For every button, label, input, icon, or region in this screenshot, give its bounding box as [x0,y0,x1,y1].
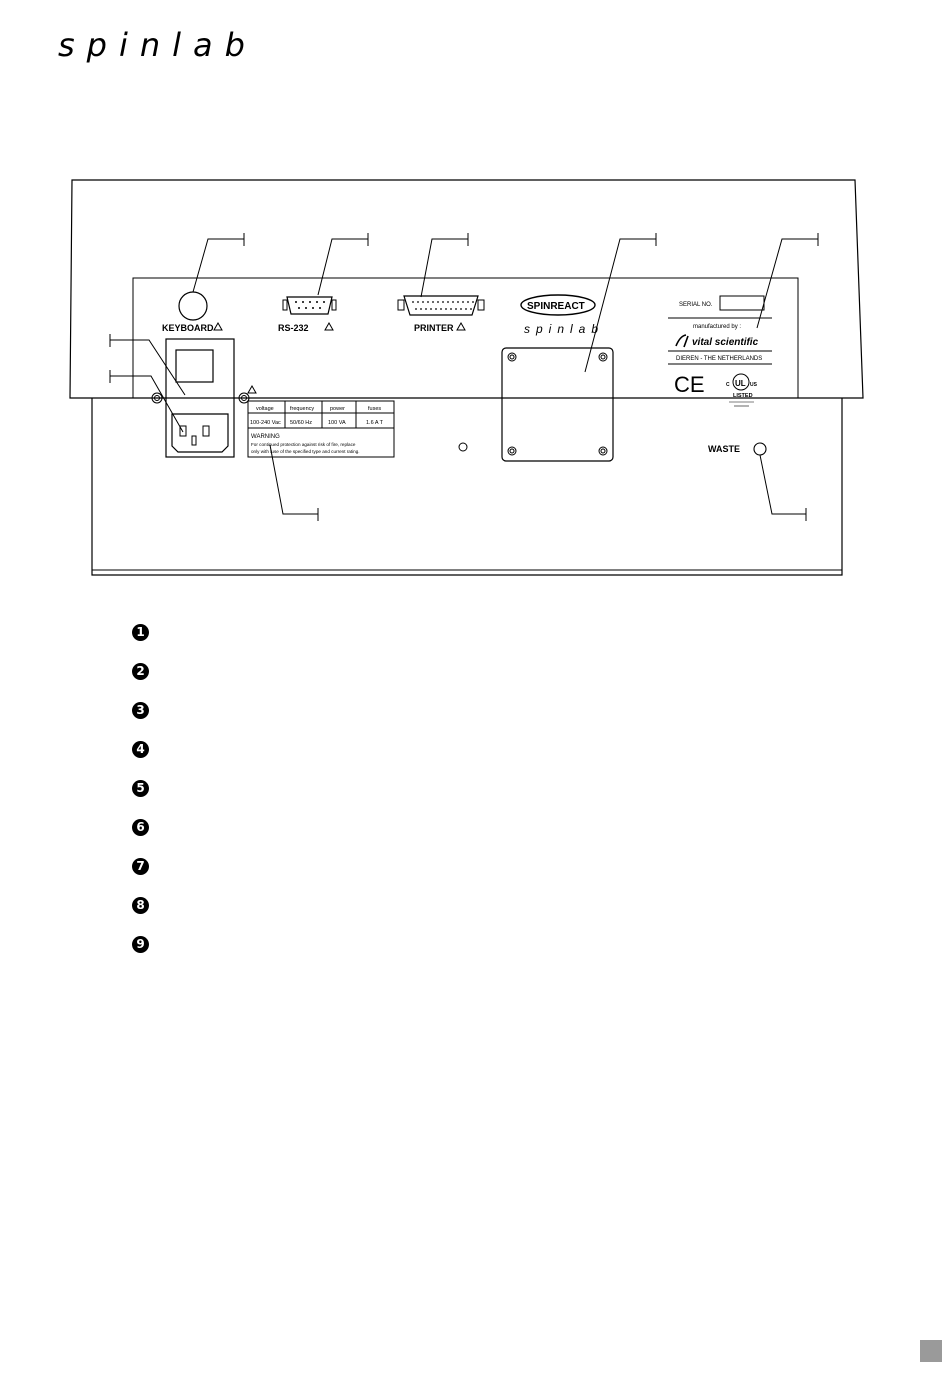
legend-number: 9 [132,936,149,953]
back-panel [132,277,799,399]
vital-scientific-logo-icon [675,334,689,348]
rating-header: power [330,406,345,412]
serial-label: SERIAL NO. [679,302,713,308]
waste-port [753,442,767,456]
svg-text:C: C [726,382,730,388]
rating-warning-text: only with fuse of the specified type and… [251,449,360,454]
svg-text:US: US [750,382,758,388]
power-inlet [171,413,229,453]
warning-icon [324,321,334,331]
legend-item: 2 [132,663,149,702]
legend-number: 4 [132,741,149,758]
rs232-label: RS-232 [278,323,309,333]
svg-text:UL: UL [735,379,746,388]
dieren-label: DIEREN - THE NETHERLANDS [676,356,762,362]
rating-table [247,400,395,458]
screw-icon [507,352,608,456]
legend-item: 6 [132,819,149,858]
ce-mark: CE [674,372,705,397]
power-module [165,338,235,458]
page-corner-marker [920,1340,942,1362]
legend-number: 5 [132,780,149,797]
keyboard-label: KEYBOARD [162,323,214,333]
waste-label: WASTE [708,444,740,454]
vital-scientific: vital scientific [692,337,759,348]
power-switch [175,349,214,383]
warning-icon [213,321,223,331]
legend-number: 2 [132,663,149,680]
rating-value: 1.6 A T [366,420,384,426]
legend-item: 1 [132,624,149,663]
screw-icon [238,392,250,404]
legend-list: 1 2 3 4 5 6 7 8 9 [132,624,149,975]
rating-header: fuses [368,406,381,412]
legend-number: 1 [132,624,149,641]
printer-port [403,295,479,316]
legend-item: 3 [132,702,149,741]
housing-base [91,398,843,576]
rs232-port [286,296,333,315]
screw-icon [151,392,163,404]
legend-number: 8 [132,897,149,914]
brand-logo: spinlab [58,26,257,64]
legend-item: 5 [132,780,149,819]
ul-listed: LISTED [733,393,753,399]
legend-item: 4 [132,741,149,780]
rating-warning-text: For continued protection against risk of… [251,442,356,447]
rating-value: 100 VA [328,420,346,426]
spinlab-logo: spinlab [524,322,604,336]
ul-mark [732,373,750,391]
warning-icon [456,321,466,331]
serial-box [719,295,765,311]
rating-value: 50/60 Hz [290,420,312,426]
spinreact-logo [520,294,596,316]
rating-value: 100-240 Vac [250,420,281,426]
rating-header: frequency [290,406,314,412]
legend-item: 7 [132,858,149,897]
legend-number: 3 [132,702,149,719]
legend-item: 9 [132,936,149,975]
legend-number: 7 [132,858,149,875]
rating-warning-title: WARNING [251,434,280,440]
printer-label: PRINTER [414,323,454,333]
housing-top [69,179,864,399]
vent-hole [458,442,468,452]
manufactured-by: manufactured by : [693,324,741,330]
rating-header: voltage [256,406,274,412]
legend-number: 6 [132,819,149,836]
cover-plate [501,347,614,462]
svg-text:SPINREACT: SPINREACT [527,301,585,312]
legend-item: 8 [132,897,149,936]
keyboard-port [178,291,208,321]
warning-icon [247,384,257,394]
callout-lines [109,233,819,521]
